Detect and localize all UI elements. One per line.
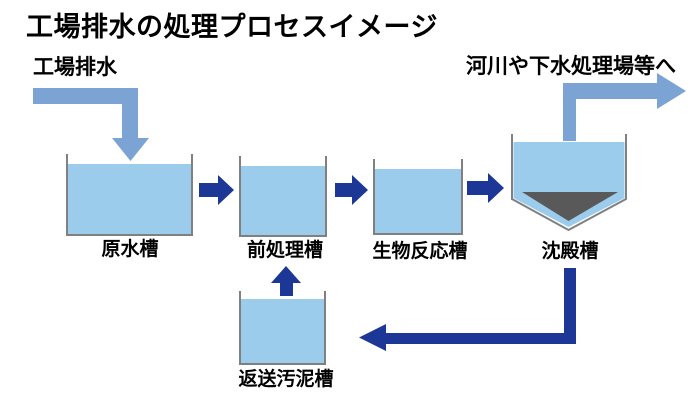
pretreatment-tank xyxy=(239,156,327,237)
biological-reaction-tank-outline xyxy=(373,159,463,235)
biological-reaction-tank-label: 生物反応槽 xyxy=(372,241,468,262)
raw-water-tank-label: 原水槽 xyxy=(101,239,159,260)
biological-reaction-tank-water xyxy=(375,169,461,233)
sedimentation-tank-sludge xyxy=(522,192,618,221)
return-sludge-tank-water xyxy=(241,299,324,363)
sludge-return-arrow-icon xyxy=(359,268,576,351)
raw-water-tank xyxy=(66,154,193,236)
process-arrow-1-icon xyxy=(199,175,234,205)
inflow-arrow-icon xyxy=(33,88,149,161)
return-sludge-tank-label: 返送汚泥槽 xyxy=(238,369,334,390)
pretreatment-tank-label: 前処理槽 xyxy=(246,240,323,261)
sedimentation-tank xyxy=(511,134,627,232)
pretreatment-tank-outline xyxy=(239,156,327,237)
return-sludge-tank-outline xyxy=(239,291,326,365)
raw-water-tank-water xyxy=(68,164,191,234)
sludge-return-up-arrow-icon xyxy=(271,266,301,296)
inflow-label: 工場排水 xyxy=(33,56,117,79)
biological-reaction-tank xyxy=(373,159,463,235)
page-title: 工場排水の処理プロセスイメージ xyxy=(26,12,438,42)
process-arrow-3-icon xyxy=(467,173,504,203)
outflow-label: 河川や下水処理場等へ xyxy=(466,55,676,78)
outflow-arrow-icon xyxy=(563,73,686,141)
sedimentation-tank-water xyxy=(513,142,625,227)
process-arrow-2-icon xyxy=(335,175,368,205)
raw-water-tank-outline xyxy=(66,154,193,236)
sedimentation-tank-label: 沈殿槽 xyxy=(541,241,599,262)
sedimentation-tank-outline xyxy=(511,134,627,232)
pretreatment-tank-water xyxy=(241,166,325,235)
return-sludge-tank xyxy=(239,291,326,365)
